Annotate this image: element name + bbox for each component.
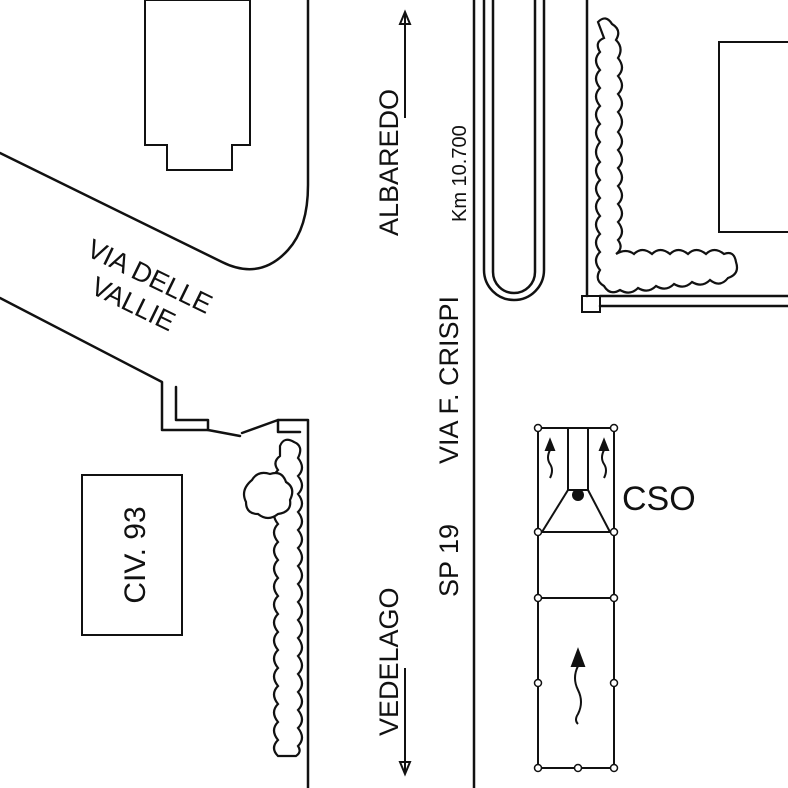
direction-north: ALBAREDO [374, 9, 412, 236]
right-curb [581, 0, 788, 313]
cso-vehicle: CSO [533, 423, 696, 773]
via-delle-vallie-label: VIA DELLE VALLIE [82, 233, 217, 337]
building-top-left [144, 0, 251, 171]
direction-south-label: VEDELAGO [374, 587, 404, 736]
via-delle-vallie-road [0, 0, 310, 788]
corner-post [581, 295, 601, 313]
street-name-label: VIA F. CRISPI [434, 296, 464, 464]
vehicle-tag-label: CSO [622, 480, 696, 518]
direction-north-label: ALBAREDO [374, 89, 404, 236]
camera-dot-icon [572, 489, 584, 501]
civic-number-label: CIV. 93 [119, 506, 152, 603]
building-top-right [718, 41, 788, 233]
building-civ-93: CIV. 93 [81, 474, 183, 636]
hedge-left [242, 438, 304, 758]
hedge-right [594, 17, 739, 294]
road-code-label: SP 19 [434, 524, 464, 597]
kilometer-marker-label: Km 10.700 [449, 125, 471, 222]
direction-arrow-icon [544, 437, 610, 725]
u-median [482, 0, 546, 302]
direction-south: VEDELAGO [374, 587, 412, 777]
